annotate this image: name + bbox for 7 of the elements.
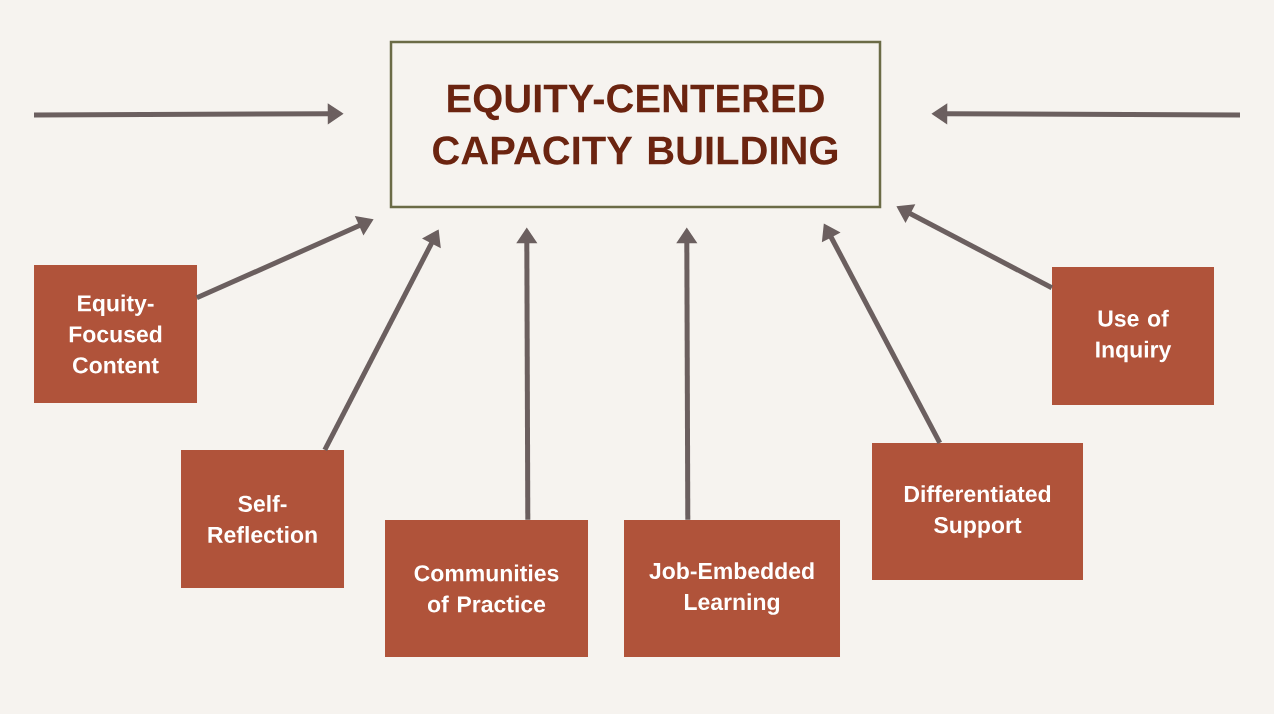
factor-box: Use of Inquiry: [1052, 267, 1214, 405]
factor-box: Communities of Practice: [385, 520, 588, 657]
factor-box: Self-Reflection: [181, 450, 344, 588]
title-box: EQUITY-CENTERED CAPACITY BUILDING: [389, 40, 882, 209]
factor-box: Job-Embedded Learning: [624, 520, 840, 657]
factor-box: Equity-Focused Content: [34, 265, 197, 403]
factor-box: Differentiated Support: [872, 443, 1083, 580]
